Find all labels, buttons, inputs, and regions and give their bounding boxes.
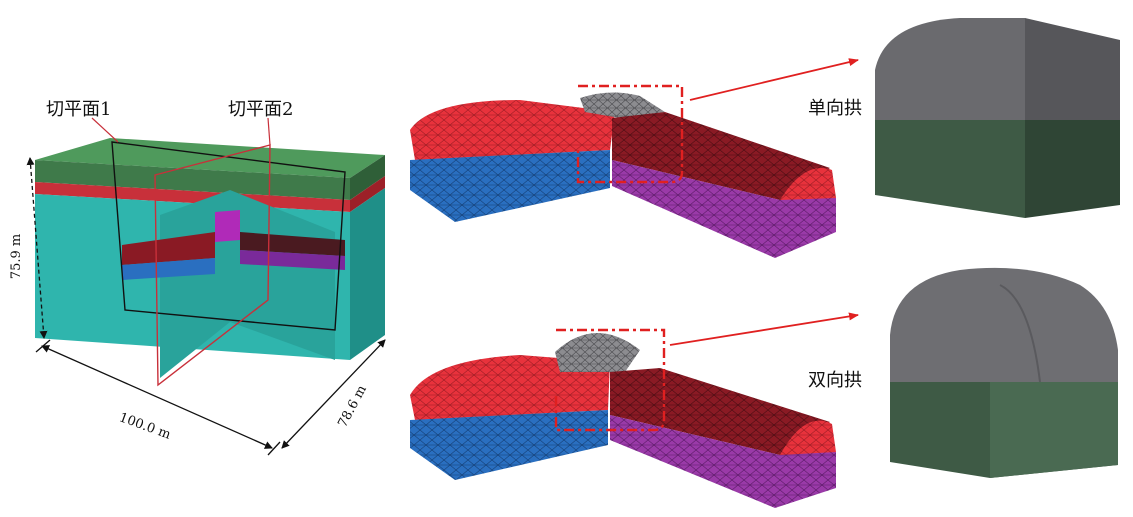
cut-plane-1-outline: [111, 141, 346, 331]
soil-block-model: [35, 117, 385, 387]
block-soil-side: [350, 188, 385, 360]
double-right-arch-side: [610, 368, 830, 455]
single-junction-arch: [580, 92, 665, 118]
single-closeup-arch-side: [1025, 18, 1120, 120]
double-arch-callout-box: [554, 328, 666, 432]
block-green-layer-side: [350, 155, 385, 200]
double-closeup-dome: [890, 267, 1118, 382]
width-dimension-line: [281, 339, 386, 449]
single-left-base: [410, 150, 610, 222]
single-arch-callout-arrow: [689, 58, 859, 101]
embedded-tunnel-upper-left: [122, 232, 215, 265]
single-arch-callout-box: [576, 84, 684, 184]
double-arch-callout-arrow: [669, 312, 859, 346]
single-arch-closeup: [875, 18, 1120, 218]
cut-plane-2-outline: [154, 144, 271, 387]
mesh-model-single-arch: [410, 58, 859, 258]
length-dimension-line: [41, 345, 273, 449]
cut-plane-1-leader: [91, 117, 119, 143]
cut-plane-1-label: 切平面1: [46, 99, 112, 120]
block-red-layer-front: [35, 182, 350, 212]
mesh-model-double-arch: [410, 312, 859, 508]
embedded-tunnel-upper-right: [240, 232, 345, 256]
embedded-tunnel-junction: [215, 210, 240, 242]
dimension-lines: [26, 157, 386, 456]
double-arch-label: 双向拱: [808, 370, 862, 391]
double-left-base: [410, 410, 608, 480]
embedded-tunnel-lower-right: [240, 250, 345, 270]
double-closeup-base-side: [990, 382, 1118, 478]
height-dimension-label: 75.9 m: [9, 233, 25, 280]
double-right-base: [610, 415, 836, 508]
embedded-tunnel-lower-left: [122, 258, 215, 280]
dim-tick-a: [35, 339, 51, 353]
cut-plane-2-leader: [267, 117, 271, 146]
double-closeup-dome-ridge: [999, 284, 1041, 383]
block-red-layer-side: [350, 176, 385, 212]
cut-plane-2-label: 切平面2: [228, 99, 294, 120]
block-top-face: [35, 138, 385, 178]
single-right-base: [612, 160, 836, 258]
height-dimension-line: [26, 157, 48, 339]
single-closeup-base-front: [875, 120, 1025, 218]
double-junction-dome: [555, 332, 640, 372]
double-arch-closeup: [890, 267, 1118, 478]
single-arch-label: 单向拱: [808, 98, 862, 119]
single-right-arch-side: [612, 112, 830, 200]
single-left-arch: [410, 100, 615, 160]
dim-tick-b: [267, 441, 281, 456]
single-closeup-base-side: [1025, 120, 1120, 218]
single-closeup-arch-front: [875, 18, 1025, 120]
